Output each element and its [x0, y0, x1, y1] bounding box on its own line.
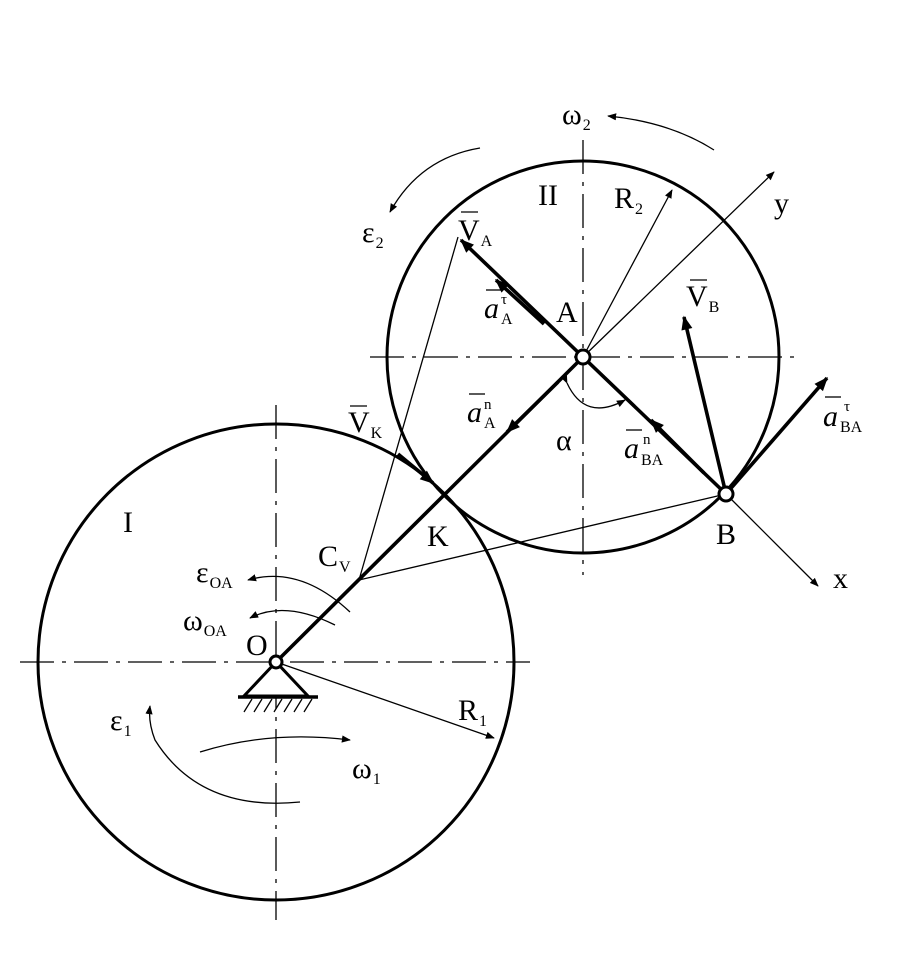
label-a-ba-n: a — [624, 432, 639, 465]
omega-2-arc — [607, 113, 715, 151]
radius-r2-arrow — [582, 189, 673, 358]
support-hatching — [243, 698, 313, 713]
label-axis-y: y — [774, 187, 789, 220]
label-a-ba-n-sub: BA — [641, 452, 664, 469]
label-a-ba-tau-sup: τ — [844, 399, 850, 415]
vector-a-ba-n — [649, 418, 706, 475]
label-a-ba-tau-sub: BA — [840, 419, 863, 436]
angle-alpha-arc — [560, 374, 626, 409]
label-a-a-tau-sub: A — [501, 311, 513, 328]
hinge-o — [268, 654, 284, 670]
label-vb: VB — [686, 280, 719, 316]
vector-vk — [396, 452, 435, 485]
vector-a-ba-tau — [724, 376, 829, 496]
label-point-o: O — [246, 629, 268, 662]
radius-r1-arrow — [275, 661, 495, 739]
label-wheel-2: II — [538, 179, 558, 212]
label-epsilon-1: ε1 — [110, 704, 132, 740]
label-omega-1: ω1 — [352, 752, 381, 788]
hinge-b — [717, 485, 735, 503]
epsilon-2-arc — [389, 147, 481, 213]
label-vk: VK — [348, 406, 383, 442]
label-point-b: B — [716, 518, 736, 551]
label-a-a-tau-sup: τ — [501, 292, 507, 308]
label-omega-oa: ωOA — [183, 604, 227, 640]
omega-1-arc — [199, 735, 351, 753]
label-a-a-n: a — [467, 396, 482, 429]
label-va: VA — [458, 214, 493, 250]
label-point-a: A — [556, 296, 578, 329]
label-angle-alpha: α — [556, 424, 572, 457]
axis-y-arrow — [582, 171, 775, 358]
line-cv-b — [358, 493, 727, 581]
epsilon-oa-arc — [247, 574, 351, 613]
hinge-a — [574, 348, 592, 366]
label-epsilon-oa: εOA — [196, 556, 233, 592]
label-r2: R2 — [614, 182, 643, 218]
label-a-ba-tau: a — [823, 400, 838, 433]
label-axis-x: x — [833, 562, 848, 595]
omega-oa-arc — [249, 609, 336, 626]
label-r1: R1 — [458, 694, 487, 730]
label-a-a-n-sup: n — [484, 397, 492, 413]
axis-x-arrow — [725, 493, 819, 587]
vector-va — [459, 238, 585, 359]
line-cv-va — [358, 236, 459, 581]
label-point-k: K — [427, 520, 449, 553]
label-cv: CV — [318, 540, 351, 576]
label-a-a-n-sub: A — [484, 415, 496, 432]
label-omega-2: ω2 — [562, 98, 591, 134]
label-a-a-tau: a — [484, 292, 499, 325]
label-epsilon-2: ε2 — [362, 216, 384, 252]
vector-vb — [681, 315, 728, 495]
vector-a-a-tau — [494, 278, 546, 326]
vector-a-a-n — [505, 380, 560, 434]
label-wheel-1: I — [123, 506, 133, 539]
epsilon-1-arc — [145, 705, 301, 804]
label-a-ba-n-sup: n — [643, 432, 651, 448]
